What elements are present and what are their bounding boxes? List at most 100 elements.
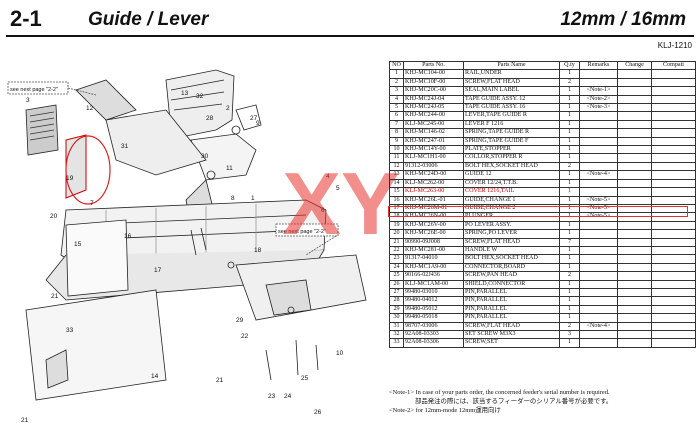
cell-pn: 92A08-03306 <box>403 338 464 348</box>
cell-empty <box>617 220 652 231</box>
cell-pn: KHJ-MC14Y-00 <box>403 145 464 155</box>
cell-empty <box>617 329 652 340</box>
part-callout-number: 21 <box>216 377 224 384</box>
cell-name: PLUNGER <box>463 212 560 222</box>
cell-qty: 1 <box>559 153 580 163</box>
cell-name: SEAL,MAIN LABEL <box>463 86 560 96</box>
part-callout-number: 20 <box>50 213 58 220</box>
cell-no: 14 <box>389 178 404 189</box>
cell-empty <box>651 161 696 172</box>
part-callout-number: 12 <box>86 105 94 112</box>
column-header: Q.ty <box>559 60 580 71</box>
cell-pn: 91312-03006 <box>403 161 464 172</box>
cell-pn: KHJ-MC24J-04 <box>403 94 464 105</box>
part-callout-number: 24 <box>284 393 292 400</box>
cell-remarks <box>579 161 618 172</box>
part-callout-number: 21 <box>51 293 59 300</box>
cell-pn: KHJ-MC26M-01 <box>403 203 464 214</box>
cell-qty: 1 <box>559 262 580 273</box>
part-callout-number: 11 <box>226 165 233 172</box>
cell-no: 3 <box>389 86 404 96</box>
cell-qty: 1 <box>559 229 580 239</box>
cell-remarks <box>579 77 618 88</box>
cell-pn: KLJ-MC263-00 <box>403 187 464 197</box>
cell-qty: 1 <box>559 296 580 306</box>
part-callout-number: 4 <box>326 173 330 180</box>
cell-pn: KHJ-MC26E-00 <box>403 229 464 239</box>
part-callout-number: 13 <box>181 90 189 97</box>
cell-qty: 1 <box>559 313 580 323</box>
cell-empty <box>617 103 652 113</box>
cell-pn: 99480-03010 <box>403 287 464 298</box>
notes: <Note-1> In case of your parts order, th… <box>389 388 699 415</box>
part-callout-number: 2 <box>226 105 230 112</box>
cell-remarks <box>579 178 618 189</box>
cell-pn: KHJ-MC26N-00 <box>403 212 464 222</box>
cell-remarks: <Note-5> <box>579 195 618 205</box>
column-header: Change <box>617 60 652 71</box>
cell-empty <box>651 271 696 281</box>
cell-empty <box>651 111 696 121</box>
cell-pn: KLJ-MC1H1-00 <box>403 153 464 163</box>
part-callout-number: 7 <box>90 200 94 207</box>
part-callout-number: 10 <box>336 350 344 357</box>
cell-empty <box>651 145 696 155</box>
cell-name: COVER 12/24,T.T.B. <box>463 178 560 189</box>
part-callout-number: 9 <box>256 120 260 127</box>
cell-empty <box>651 195 696 205</box>
cell-empty <box>651 153 696 163</box>
cell-empty <box>617 321 652 332</box>
cell-remarks <box>579 296 618 306</box>
cell-pn: KHJ-MC20C-00 <box>403 86 464 96</box>
column-header: Parts No. <box>403 60 464 71</box>
cell-remarks <box>579 187 618 197</box>
model-code: KLJ-1210 <box>657 41 692 50</box>
cell-empty <box>617 237 652 247</box>
cell-empty <box>651 245 696 256</box>
cell-empty <box>617 119 652 130</box>
cell-empty <box>651 212 696 222</box>
cell-pn: 90166-02J436 <box>403 271 464 281</box>
cell-no: 6 <box>389 111 404 121</box>
cell-no: 1 <box>389 69 404 79</box>
cell-name: SET SCREW M3X3 <box>463 329 560 340</box>
cell-name: COVER 1216,TAIL <box>463 187 560 197</box>
cell-remarks: <Note-4> <box>579 321 618 332</box>
cell-remarks <box>579 313 618 323</box>
cell-no: 15 <box>389 187 404 197</box>
cell-empty <box>651 338 696 348</box>
cell-empty <box>651 220 696 231</box>
section-title: Guide / Lever <box>88 9 209 30</box>
cell-name: GUIDE,CHANGE 1 <box>463 195 560 205</box>
part-callout-number: 8 <box>231 195 235 202</box>
cell-remarks <box>579 262 618 273</box>
part-callout-number: 3 <box>26 97 30 104</box>
exploded-diagram: see next page "2-2" see next page "2-2" … <box>7 69 367 422</box>
part-callout-number: 15 <box>74 241 82 248</box>
part-callout-number: 27 <box>250 115 258 122</box>
cell-empty <box>651 203 696 214</box>
cell-qty: 1 <box>559 111 580 121</box>
cell-pn: 99480-04012 <box>403 296 464 306</box>
cell-no: 8 <box>389 128 404 138</box>
part-callout-number: 26 <box>314 409 322 416</box>
cell-name: SCREW,SET <box>463 338 560 348</box>
cell-empty <box>617 271 652 281</box>
cell-empty <box>651 329 696 340</box>
cell-empty <box>651 321 696 332</box>
cell-remarks <box>579 304 618 315</box>
cell-empty <box>617 229 652 239</box>
cell-no: 4 <box>389 94 404 105</box>
cell-no: 9 <box>389 136 404 147</box>
cell-qty: 3 <box>559 329 580 340</box>
cell-remarks <box>579 245 618 256</box>
